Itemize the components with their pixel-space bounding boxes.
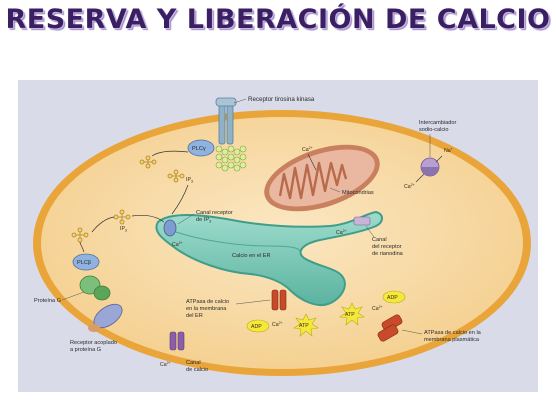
label-canal-rian-1: Canal [372, 237, 387, 243]
ca-label: Ca2+ [172, 241, 183, 248]
na-label: Na+ [444, 147, 453, 154]
label-calcio-er: Calcio en el ER [232, 253, 271, 259]
label-canal-ip3-2: de IP3 [196, 217, 211, 224]
label-canal-rian-2: del receptor [372, 244, 402, 250]
label-intercambiador-2: sodio-calcio [419, 127, 449, 133]
label-atpasa-er-3: del ER [186, 313, 203, 319]
label-atpasa-er-1: ATPasa de calcio [186, 299, 229, 305]
adp-badge: ADP [246, 319, 270, 333]
ca-label-channel: Ca2+ [160, 361, 171, 368]
adp-text-pm: ADP [387, 295, 398, 301]
label-canal-ip3-1: Canal receptor [196, 210, 233, 216]
label-receptor-tirosina: Receptor tirosina kinasa [248, 96, 315, 103]
label-atpasa-er-2: en la membrana [186, 306, 227, 312]
endoplasmic-reticulum [155, 210, 383, 306]
page-title: RESERVA Y LIBERACIÓN DE CALCIO [5, 4, 551, 35]
atp-text-pm: ATP [345, 312, 355, 318]
label-proteina-g: Proteína G [34, 298, 61, 304]
ip3-label: IP3 [186, 177, 193, 184]
g-protein-coupled-receptor [88, 303, 123, 332]
sodium-calcium-exchanger [420, 157, 440, 177]
ip3-label-left: IP3 [120, 226, 127, 233]
ip3-molecule [139, 155, 157, 169]
plc-gamma: PLCγ [187, 139, 215, 157]
atp-burst: ATP [293, 313, 319, 337]
atp-burst-pm: ATP [339, 302, 365, 326]
label-receptor-g-2: a proteína G [70, 347, 101, 353]
mitochondrion [264, 144, 380, 212]
label-mitocondrias: Mitocondrias [342, 190, 374, 196]
receptor-tyrosine-kinase [215, 97, 247, 172]
ca-label-mito: Ca2+ [302, 146, 313, 153]
ca-label-atpase-pm: Ca2+ [372, 305, 383, 312]
plc-beta: PLCβ [72, 253, 100, 271]
ip3-receptor-channel [163, 219, 177, 237]
label-receptor-g-1: Receptor acoplado [70, 340, 117, 346]
ca-label-exch: Ca2+ [404, 183, 415, 190]
label-atpasa-pm-1: ATPasa de calcio en la [424, 330, 482, 336]
label-intercambiador-1: Intercambiador [419, 120, 456, 126]
g-protein [79, 275, 111, 301]
label-canal-calcio-1: Canal [186, 360, 201, 366]
er-calcium-atpase [271, 289, 287, 311]
ryanodine-receptor-channel [353, 216, 371, 226]
pm-calcium-atpase [377, 314, 403, 342]
atp-text: ATP [299, 323, 309, 329]
label-canal-rian-3: de rianodina [372, 251, 404, 257]
label-canal-calcio-2: de calcio [186, 367, 208, 373]
ip3-molecule [167, 169, 185, 183]
ca-label-atpase-er: Ca2+ [272, 321, 283, 328]
ca-label-rian: Ca2+ [336, 229, 347, 236]
plc-gamma-label: PLCγ [192, 146, 206, 152]
plc-beta-label: PLCβ [77, 260, 91, 266]
label-atpasa-pm-2: membrana plasmática [424, 337, 480, 343]
ip3-molecule [113, 209, 131, 225]
adp-text: ADP [251, 324, 262, 330]
calcium-channel [169, 331, 185, 351]
adp-badge-pm: ADP [382, 290, 406, 304]
